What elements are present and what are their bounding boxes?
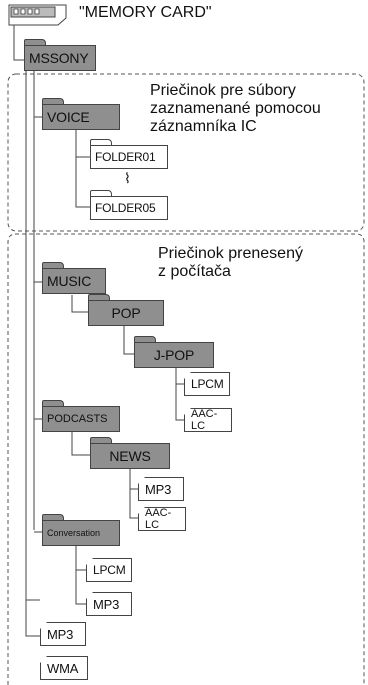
folder-jpop[interactable]: J-POP [134,336,214,368]
region-description-voice: Priečinok pre súbory zaznamenané pomocou… [150,82,321,135]
folder-label: FOLDER05 [95,201,156,215]
memory-card-title: "MEMORY CARD" [79,4,212,21]
folder-pop[interactable]: POP [88,294,164,326]
file-mp3[interactable]: MP3 [86,592,132,616]
memory-card-icon [8,4,67,26]
folder-label: FOLDER01 [95,150,156,164]
folder-podcasts[interactable]: PODCASTS [42,400,120,432]
folder-label: MUSIC [47,273,92,289]
folder-voice[interactable]: VOICE [42,98,120,130]
folder-label: J-POP [153,347,195,363]
folder-folder05[interactable]: FOLDER05 [90,190,168,220]
file-label: WMA [47,660,79,676]
folder-label: PODCASTS [47,413,108,425]
file-lpcm[interactable]: LPCM [86,558,132,582]
file-label: MP3 [145,481,172,497]
folder-label: VOICE [47,109,90,125]
file-label: MP3 [47,626,74,642]
file-label: LPCM [93,563,126,577]
file-mp3[interactable]: MP3 [138,477,184,501]
folder-news[interactable]: NEWS [90,437,170,469]
folder-music[interactable]: MUSIC [42,262,106,294]
folder-mssony[interactable]: MSSONY [24,39,96,71]
file-aac-lc[interactable]: AAC-LC [138,507,186,531]
file-label: MP3 [93,596,120,612]
file-mp3-root[interactable]: MP3 [40,622,86,646]
folder-label: NEWS [109,448,151,464]
file-label: LPCM [191,377,224,391]
file-aac-lc[interactable]: AAC-LC [184,408,232,432]
folder-label: MSSONY [29,50,89,66]
file-label: AAC-LC [145,507,172,531]
folder-label: Conversation [47,528,101,538]
file-lpcm[interactable]: LPCM [184,372,230,396]
file-wma-root[interactable]: WMA [40,656,88,680]
region-description-pc: Priečinok prenesený z počítača [158,245,303,280]
folder-conversation[interactable]: Conversation [42,514,120,546]
ellipsis-mark: ⌇ [124,170,131,186]
folder-folder01[interactable]: FOLDER01 [90,139,168,169]
file-label: AAC-LC [191,408,218,432]
folder-label: POP [111,305,141,321]
